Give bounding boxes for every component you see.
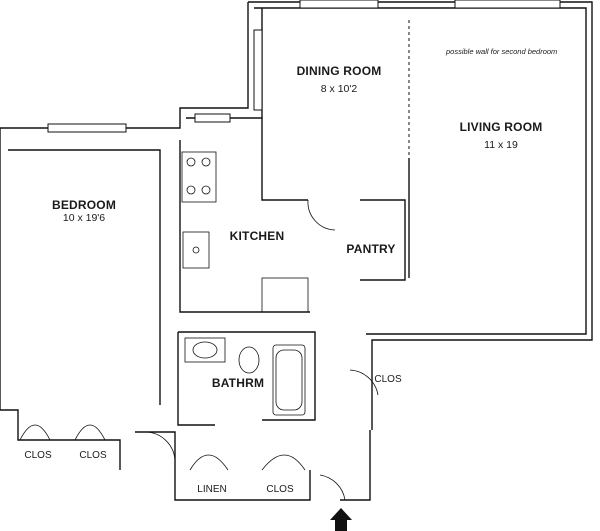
closet-label: CLOS	[24, 450, 52, 461]
window	[253, 29, 263, 111]
bedroom-dims: 10 x 19'6	[62, 212, 106, 224]
closet-label: CLOS	[374, 374, 402, 385]
tub	[272, 344, 306, 416]
window	[299, 0, 379, 9]
exterior-wall	[0, 2, 249, 129]
window	[194, 113, 231, 123]
door-swing	[349, 369, 379, 396]
bedroom-label: BEDROOM	[51, 198, 117, 212]
living-room-label: LIVING ROOM	[459, 120, 543, 134]
pantry-wall	[360, 199, 406, 281]
bathroom-label: BATHRM	[211, 376, 265, 390]
bathroom-wall	[178, 331, 316, 421]
hall-wall	[135, 431, 311, 501]
exterior-wall-inner	[254, 7, 587, 335]
window	[454, 0, 561, 9]
exterior-wall-inner	[186, 8, 263, 119]
door-swing	[307, 199, 336, 231]
entry-arrow-icon	[330, 508, 352, 531]
bedroom-wall-inner	[8, 149, 161, 405]
closet-label: CLOS	[79, 450, 107, 461]
kitchen-label: KITCHEN	[229, 229, 285, 243]
closet-label: CLOS	[266, 484, 294, 495]
dining-room-label: DINING ROOM	[296, 64, 382, 78]
kitchen-wall-right	[261, 118, 308, 201]
window	[47, 123, 127, 133]
door-swing	[319, 474, 346, 501]
toilet	[238, 346, 260, 374]
bath-left-wall	[177, 332, 215, 426]
door-swing	[189, 454, 229, 471]
entry-wall	[340, 430, 371, 501]
door-swing	[19, 424, 51, 441]
bedroom-wall	[0, 128, 121, 470]
kitchen-wall	[179, 140, 310, 313]
linen-closet-label: LINEN	[197, 484, 227, 495]
door-swing	[74, 424, 106, 441]
living-room-dims: 11 x 19	[484, 139, 518, 151]
annotation: possible wall for second bedroom	[446, 47, 558, 56]
sink	[182, 231, 210, 269]
dining-room-dims: 8 x 10'2	[320, 83, 358, 95]
door-swing	[144, 431, 176, 463]
vanity	[184, 337, 226, 363]
pantry-label: PANTRY	[346, 242, 396, 256]
stove	[181, 151, 217, 203]
door-swing	[261, 454, 306, 471]
refrigerator	[261, 277, 309, 313]
